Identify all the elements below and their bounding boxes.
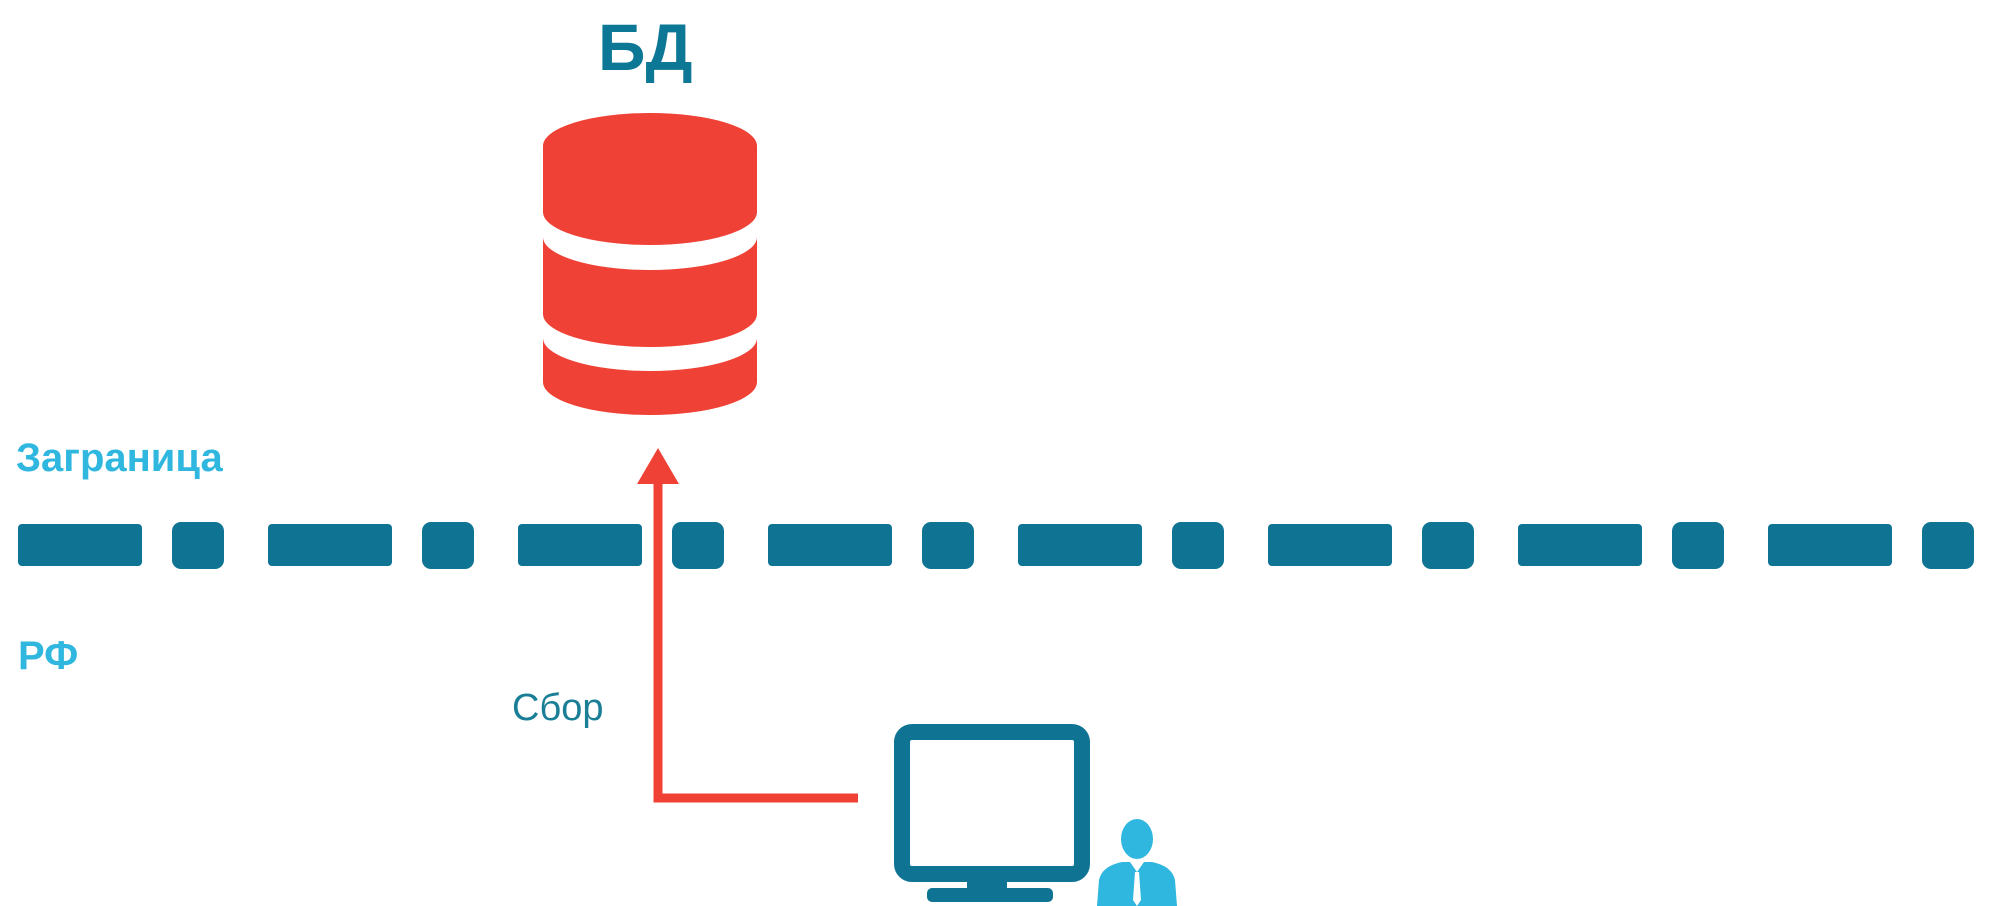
collect-arrow [637, 448, 858, 803]
database-segment-top [543, 113, 757, 245]
computer-monitor-icon [894, 724, 1090, 902]
collect-arrow-head [637, 448, 679, 484]
database-icon [543, 113, 757, 415]
person-icon [1097, 819, 1177, 906]
database-segment-bottom [543, 338, 757, 415]
database-segment-middle [543, 237, 757, 347]
database-title: БД [598, 10, 693, 84]
border-line [18, 522, 1974, 569]
flow-label-collect: Сбор [512, 687, 604, 729]
zone-label-rf: РФ [18, 634, 79, 678]
zone-label-abroad: Заграница [16, 436, 223, 480]
collect-arrow-line [653, 480, 858, 803]
